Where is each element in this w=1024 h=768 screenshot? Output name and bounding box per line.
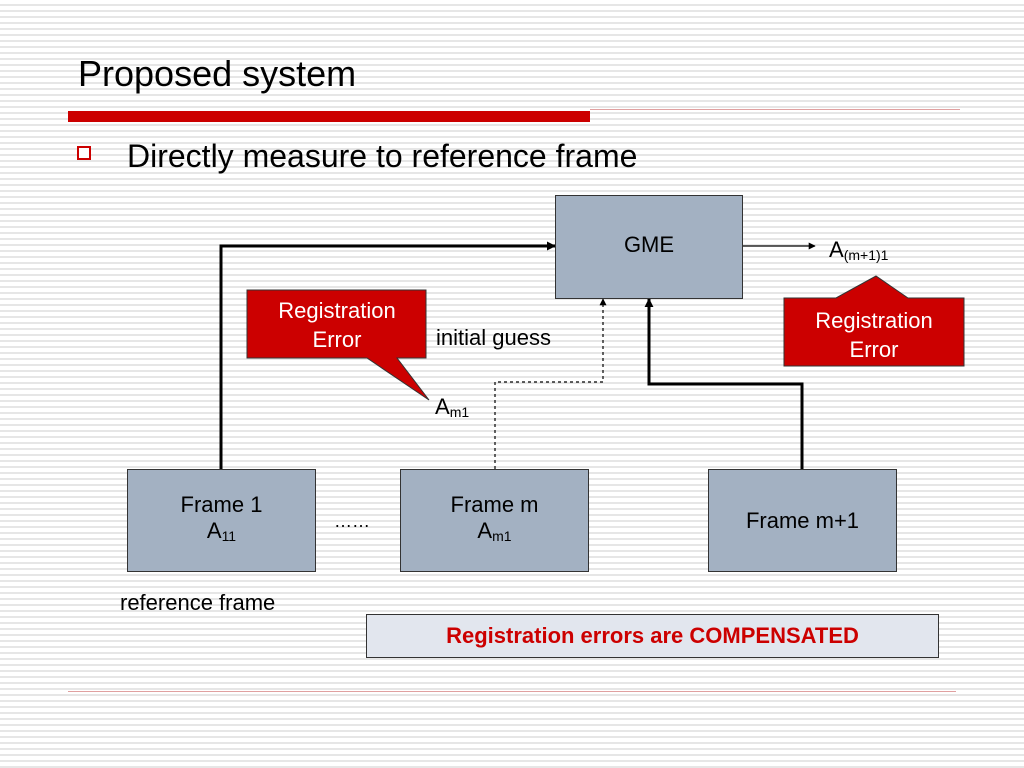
title-rule-thin xyxy=(590,109,960,110)
frame-m-plus-1-label: Frame m+1 xyxy=(745,508,860,533)
hollow-square-bullet-icon xyxy=(77,146,91,160)
ellipsis: …… xyxy=(334,511,370,531)
frame-m-box: Frame m Am1 xyxy=(400,469,589,572)
frame-m-plus-1-box: Frame m+1 xyxy=(708,469,897,572)
registration-error-left-text: Registration Error xyxy=(278,298,396,352)
bullet-text: Directly measure to reference frame xyxy=(127,138,638,174)
frame-1-param: A11 xyxy=(206,518,237,544)
frame-m-param: Am1 xyxy=(477,518,512,544)
registration-error-callout-right xyxy=(783,275,965,367)
footer-rule xyxy=(68,691,956,692)
slide-title: Proposed system xyxy=(78,53,357,94)
gme-label: GME xyxy=(623,232,675,257)
a-m1-label: Am1 xyxy=(435,394,470,420)
frame-1-box: Frame 1 A11 xyxy=(127,469,316,572)
registration-error-right-text: Registration Error xyxy=(815,308,933,362)
title-rule-red xyxy=(68,111,590,122)
reference-frame-label: reference frame xyxy=(120,590,276,615)
output-a-m-plus-1-label: A(m+1)1 xyxy=(829,237,889,263)
registration-error-callout-left xyxy=(246,289,430,401)
gme-box: GME xyxy=(555,195,743,299)
frame1-to-gme-arrow xyxy=(219,241,556,469)
compensated-banner: Registration errors are COMPENSATED xyxy=(366,614,939,658)
initial-guess-label: initial guess xyxy=(436,325,551,350)
framem1-to-gme-arrow xyxy=(644,298,804,469)
frame-m-label: Frame m xyxy=(450,492,539,517)
frame-1-label: Frame 1 xyxy=(180,492,263,517)
initial-guess-dashed-arrow xyxy=(494,298,607,469)
